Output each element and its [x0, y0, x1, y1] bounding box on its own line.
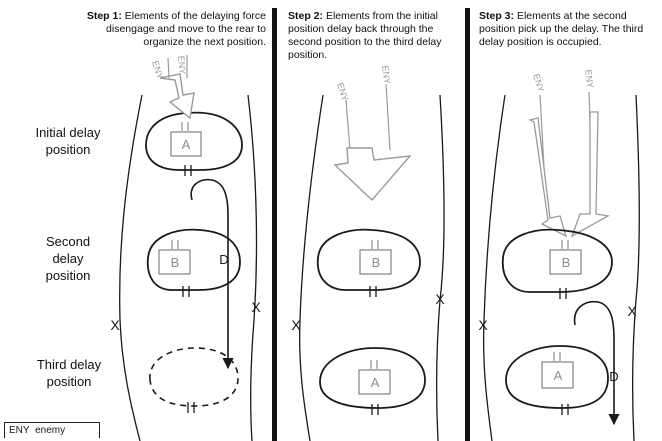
unit-a-label: A [182, 137, 191, 152]
legend-box: ENY enemy [4, 422, 100, 438]
boundary-left [299, 94, 324, 441]
boundary-left [119, 94, 143, 441]
row-label-third: Third delay position [36, 357, 102, 389]
unit-a-label: A [554, 368, 563, 383]
enemy-label: ENY [150, 60, 165, 81]
boundary-right [632, 94, 641, 441]
enemy-line [385, 83, 391, 151]
boundary-marker-x: X [478, 317, 488, 333]
step-3-text: Elements at the second position pick up … [479, 10, 644, 48]
boundary-tick [559, 288, 567, 299]
panel-step-3 [482, 91, 641, 441]
enemy-line [167, 57, 170, 79]
step-2-caption: Step 2: Elements from the initial positi… [288, 10, 460, 62]
step-2-text: Elements from the initial position delay… [288, 10, 442, 61]
third-position-outline [505, 345, 609, 409]
row-label-second: Second delay position [45, 234, 91, 283]
unit-b-symbol [158, 240, 191, 275]
step-1-text: Elements of the delaying force disengage… [106, 10, 266, 48]
step-1-caption: Step 1: Elements of the delaying force d… [76, 10, 266, 49]
unit-b-label: B [372, 255, 381, 270]
third-position-outline [319, 347, 426, 409]
unit-b-symbol [549, 240, 582, 275]
step-3-label: Step 3: [479, 10, 515, 22]
unit-b-symbol [359, 240, 392, 275]
step-3-caption: Step 3: Elements at the second position … [479, 10, 659, 49]
panel-step-1 [119, 55, 258, 441]
enemy-label: ENY [335, 82, 350, 103]
unit-a-symbol [170, 122, 202, 157]
boundary-tick [184, 165, 192, 176]
boundary-tick [369, 286, 377, 297]
delay-arrow-label: D [609, 369, 618, 384]
boundary-marker-x: X [291, 317, 301, 333]
enemy-arrow [333, 147, 412, 202]
legend-abbr: ENY [9, 425, 30, 436]
legend-meaning: enemy [35, 425, 66, 436]
third-position-outline [149, 347, 239, 407]
step-1-label: Step 1: [86, 10, 122, 22]
panel-divider [272, 8, 277, 441]
enemy-line [345, 99, 351, 151]
step-2-label: Step 2: [288, 10, 324, 22]
boundary-marker-x: X [110, 317, 120, 333]
boundary-right [436, 94, 445, 441]
boundary-left [482, 94, 506, 441]
boundary-tick [561, 404, 569, 415]
boundary-marker-x: X [251, 299, 261, 315]
delay-arrow [190, 178, 234, 370]
enemy-label: ENY [176, 55, 188, 74]
second-position-outline [316, 228, 421, 291]
enemy-arrow [570, 111, 610, 238]
unit-a-symbol [358, 360, 391, 395]
unit-a-symbol [541, 352, 574, 389]
boundary-marker-x: X [627, 303, 637, 319]
enemy-label: ENY [531, 73, 546, 94]
boundary-right [247, 94, 258, 441]
unit-a-label: A [371, 375, 380, 390]
unit-b-label: B [171, 255, 180, 270]
panel-divider [465, 8, 470, 441]
boundary-tick [187, 402, 195, 413]
enemy-arrow [159, 73, 195, 120]
boundary-tick [182, 286, 190, 297]
enemy-label: ENY [583, 69, 595, 89]
second-position-outline [146, 228, 241, 291]
second-position-outline [501, 228, 613, 293]
boundary-marker-x: X [435, 291, 445, 307]
initial-position-outline [145, 111, 243, 171]
enemy-arrow [528, 117, 568, 238]
unit-b-label: B [562, 255, 571, 270]
enemy-label: ENY [380, 65, 392, 85]
delay-arrow-label: D [219, 252, 228, 267]
delay-arrow [573, 300, 620, 426]
row-label-initial: Initial delay position [35, 125, 101, 157]
boundary-tick [371, 404, 379, 415]
panel-step-2 [299, 83, 445, 441]
